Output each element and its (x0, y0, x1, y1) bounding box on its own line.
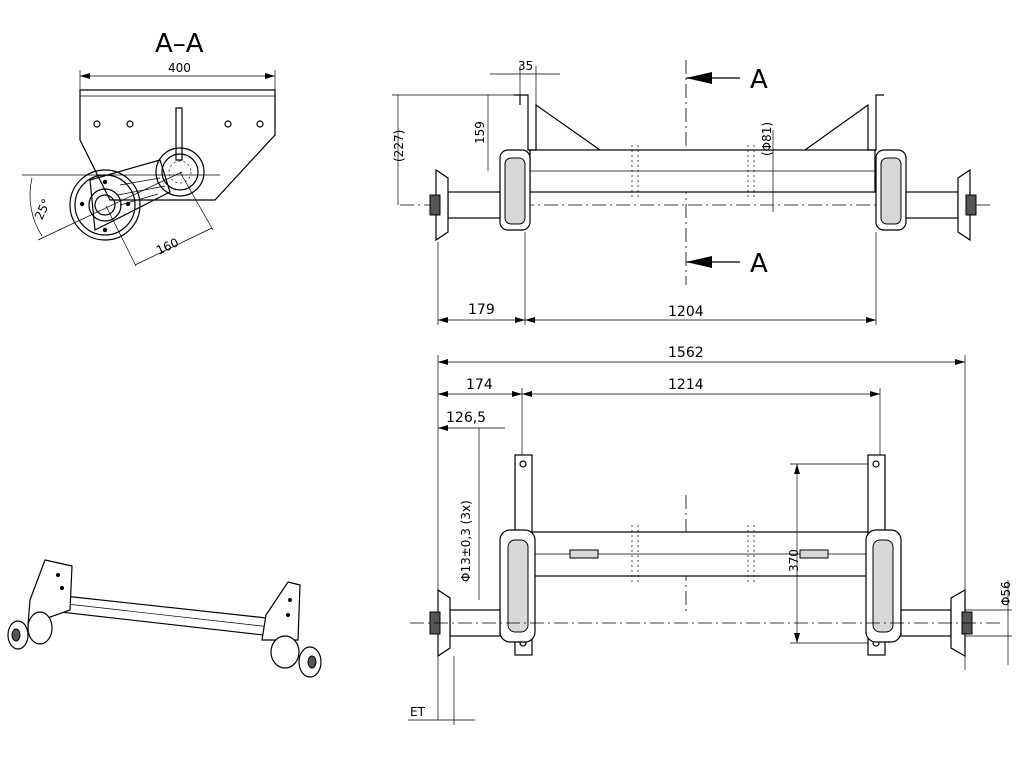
left-arm-rubber (507, 539, 529, 633)
hub-bolt (79, 201, 85, 207)
arrowhead (522, 391, 532, 397)
left-bracket-lip (514, 94, 521, 105)
front-view: 1562 174 1214 126,5 Φ13±0,3 (3x) (408, 345, 1013, 725)
slot (175, 107, 183, 161)
bolt-hole (60, 586, 64, 590)
tube-detail (569, 549, 599, 559)
hub-bore (94, 194, 116, 216)
right-hub-cap (965, 194, 977, 216)
section-view-a-a: A–A 400 25° (22, 29, 276, 267)
angle-label: 25° (32, 197, 54, 222)
section-arrow (686, 256, 712, 268)
iso-tube-edge (57, 602, 289, 630)
right-hub-flange (957, 168, 971, 242)
bolt-hole (286, 613, 290, 617)
dim-400-label: 400 (168, 61, 191, 75)
swing-arm (89, 159, 171, 231)
dimension-line-160 (134, 227, 213, 266)
hole-dia-label: Φ13±0,3 (3x) (459, 500, 473, 582)
arrowhead (438, 359, 448, 365)
left-stub-axle (447, 191, 501, 219)
bolt-hole (224, 120, 232, 128)
hub-bolt (102, 179, 108, 185)
extension-line (105, 205, 137, 267)
left-hub-cap (429, 194, 441, 216)
iso-right-bracket (261, 581, 301, 641)
arrowhead (80, 73, 90, 79)
dia-56-label: Φ56 (999, 581, 1013, 606)
left-hub-flange (435, 168, 449, 242)
arrowhead (512, 391, 522, 397)
right-bracket (804, 94, 884, 151)
section-marker-bottom: A (750, 249, 768, 279)
arrowhead (870, 391, 880, 397)
left-bracket (520, 94, 601, 151)
arrowhead (866, 317, 876, 323)
angle-arc (29, 177, 43, 237)
isometric-view (7, 559, 322, 678)
arrowhead (515, 317, 525, 323)
bracket-plate (79, 89, 276, 201)
hub-outer (69, 169, 141, 241)
section-arrow (686, 72, 712, 84)
hub-bolt (125, 201, 131, 207)
top-view: A A 35 (392, 59, 990, 325)
iso-axle-tube (54, 594, 291, 639)
dim-370-label: 370 (787, 549, 801, 572)
iso-left-hub-cap (11, 628, 21, 642)
hub-bolt (102, 227, 108, 233)
section-marker-top: A (750, 65, 768, 95)
dim-160-label: 160 (154, 235, 181, 257)
bolt-hole (256, 120, 264, 128)
dim-126-5-label: 126,5 (446, 410, 486, 426)
right-arm-rubber (872, 539, 894, 633)
arrowhead (794, 464, 800, 474)
arrowhead (794, 633, 800, 643)
dim-227-label: (227) (392, 130, 406, 162)
bolt-hole (126, 120, 134, 128)
iso-right-hub-cap (307, 655, 317, 669)
bolt-hole (288, 598, 292, 602)
arrowhead (438, 391, 448, 397)
iso-left-arm (27, 611, 53, 645)
dim-35-label: 35 (518, 59, 533, 73)
right-arm-rubber (880, 157, 902, 225)
extension-line (179, 171, 214, 231)
torsion-tube-outer (155, 147, 205, 197)
torsion-tube-mid (161, 153, 199, 191)
dim-1562-label: 1562 (668, 345, 704, 361)
bolt-hole (519, 460, 527, 468)
dim-1214-label: 1214 (668, 377, 704, 393)
section-title: A–A (155, 29, 204, 59)
arrowhead (525, 317, 535, 323)
arrowhead (265, 73, 275, 79)
bolt-hole (872, 460, 880, 468)
dia-81-label: (Φ81) (760, 122, 774, 156)
left-arm-rubber (504, 157, 526, 225)
hub-center (88, 188, 122, 222)
angle-line (37, 171, 183, 241)
dim-174-label: 174 (466, 377, 493, 393)
arrowhead (438, 317, 448, 323)
torsion-tube-inner (168, 160, 192, 184)
right-stub-axle (905, 191, 959, 219)
arrowhead (955, 359, 965, 365)
bolt-hole (56, 573, 60, 577)
tube-detail (799, 549, 829, 559)
arrowhead (438, 425, 448, 431)
dim-179-label: 179 (468, 302, 495, 318)
dim-1204-label: 1204 (668, 304, 704, 320)
iso-right-arm (270, 635, 300, 669)
dim-159-label: 159 (473, 121, 487, 144)
et-label: ET (410, 705, 426, 719)
bolt-hole (93, 120, 101, 128)
